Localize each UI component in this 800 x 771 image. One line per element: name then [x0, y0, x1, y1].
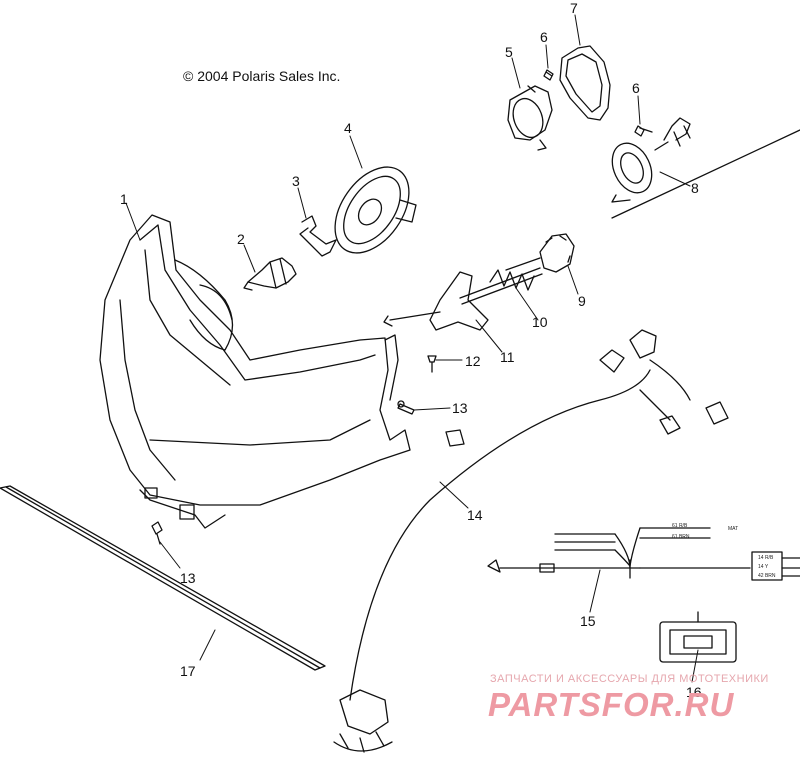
callout-7: 7 — [570, 0, 578, 16]
retaining-clip — [299, 215, 337, 257]
wiring-harness — [333, 329, 729, 753]
screw-12 — [427, 355, 437, 373]
callout-12: 12 — [465, 353, 481, 369]
callout-6a: 6 — [540, 29, 548, 45]
clip-nut — [445, 429, 465, 447]
callout-1: 1 — [120, 191, 128, 207]
trim-strip — [0, 485, 326, 671]
harness-schematic — [487, 527, 800, 581]
bulb — [243, 257, 297, 291]
callout-11: 11 — [500, 349, 515, 365]
callout-5: 5 — [505, 44, 513, 60]
switch — [659, 611, 737, 663]
screw-upper — [543, 69, 554, 81]
harness-label-mat: MAT — [728, 526, 738, 532]
adjuster-bracket — [383, 271, 489, 331]
callout-3: 3 — [292, 173, 300, 189]
harness-labels: 61 R/B 61 BRN 14 R/B 14 Y 42 BRN MAT — [672, 523, 776, 579]
harness-label-14rb: 14 R/B — [758, 555, 774, 561]
lamp-housing — [507, 85, 553, 151]
callout-17: 17 — [180, 663, 196, 679]
harness-label-61brn: 61 BRN — [672, 534, 690, 540]
callout-4: 4 — [344, 120, 352, 136]
gasket — [559, 45, 611, 121]
reflector — [334, 166, 417, 254]
callout-10: 10 — [532, 314, 548, 330]
callout-2: 2 — [237, 231, 245, 247]
fastener-13-lower — [151, 521, 163, 545]
callout-16: 16 — [686, 684, 702, 700]
harness-label-42brn: 42 BRN — [758, 573, 776, 579]
lamp-assembly — [611, 117, 800, 219]
callout-13b: 13 — [180, 570, 196, 586]
callout-8: 8 — [691, 180, 699, 196]
callout-6b: 6 — [632, 80, 640, 96]
screw-lower — [634, 125, 653, 137]
headlight-housing — [99, 214, 411, 529]
callout-9: 9 — [578, 293, 586, 309]
watermark-brand: PARTSFOR.RU — [488, 686, 735, 723]
callout-14: 14 — [467, 507, 483, 523]
leader-lines — [125, 14, 699, 683]
callout-labels: 1 2 3 4 5 6 7 6 8 9 10 11 12 13 14 13 15… — [120, 0, 702, 700]
callout-15: 15 — [580, 613, 596, 629]
fastener-13-upper — [397, 400, 415, 415]
watermark-tagline: ЗАПЧАСТИ И АКСЕССУАРЫ ДЛЯ МОТОТЕХНИКИ — [490, 673, 769, 685]
copyright-notice: © 2004 Polaris Sales Inc. — [183, 68, 341, 84]
harness-label-14y: 14 Y — [758, 564, 769, 570]
adjuster-spring — [459, 267, 543, 305]
callout-13a: 13 — [452, 400, 468, 416]
adjuster-knob — [505, 233, 575, 273]
harness-label-61rb: 61 R/B — [672, 523, 688, 529]
